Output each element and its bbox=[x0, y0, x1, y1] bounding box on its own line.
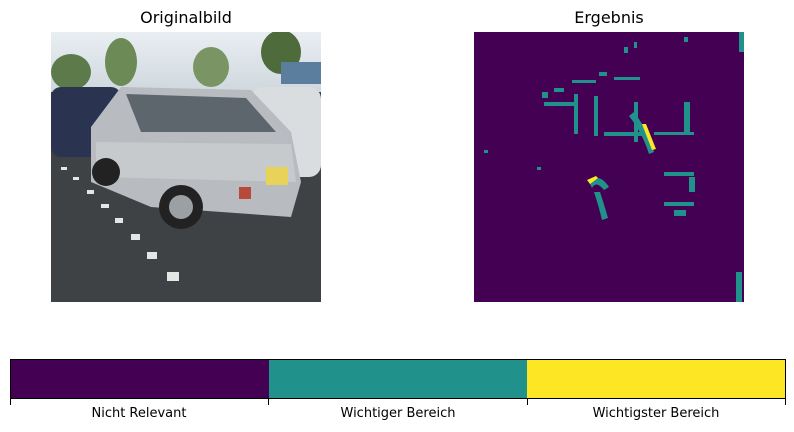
car-photo bbox=[51, 32, 321, 302]
colorbar bbox=[10, 359, 786, 399]
colorbar-segment-1 bbox=[269, 360, 527, 398]
original-image bbox=[51, 32, 321, 302]
colorbar-label-0: Nicht Relevant bbox=[91, 406, 187, 421]
saliency-map bbox=[474, 32, 744, 302]
colorbar-label-1: Wichtiger Bereich bbox=[340, 406, 456, 421]
original-image-title: Originalbild bbox=[140, 8, 232, 27]
result-heatmap bbox=[474, 32, 744, 302]
colorbar-tick bbox=[10, 399, 11, 405]
colorbar-tick bbox=[268, 399, 269, 405]
colorbar-segment-2 bbox=[527, 360, 785, 398]
colorbar-tick bbox=[785, 399, 786, 405]
colorbar-label-2: Wichtigster Bereich bbox=[592, 406, 720, 421]
colorbar-segment-0 bbox=[11, 360, 269, 398]
colorbar-tick bbox=[527, 399, 528, 405]
result-image-title: Ergebnis bbox=[574, 8, 644, 27]
